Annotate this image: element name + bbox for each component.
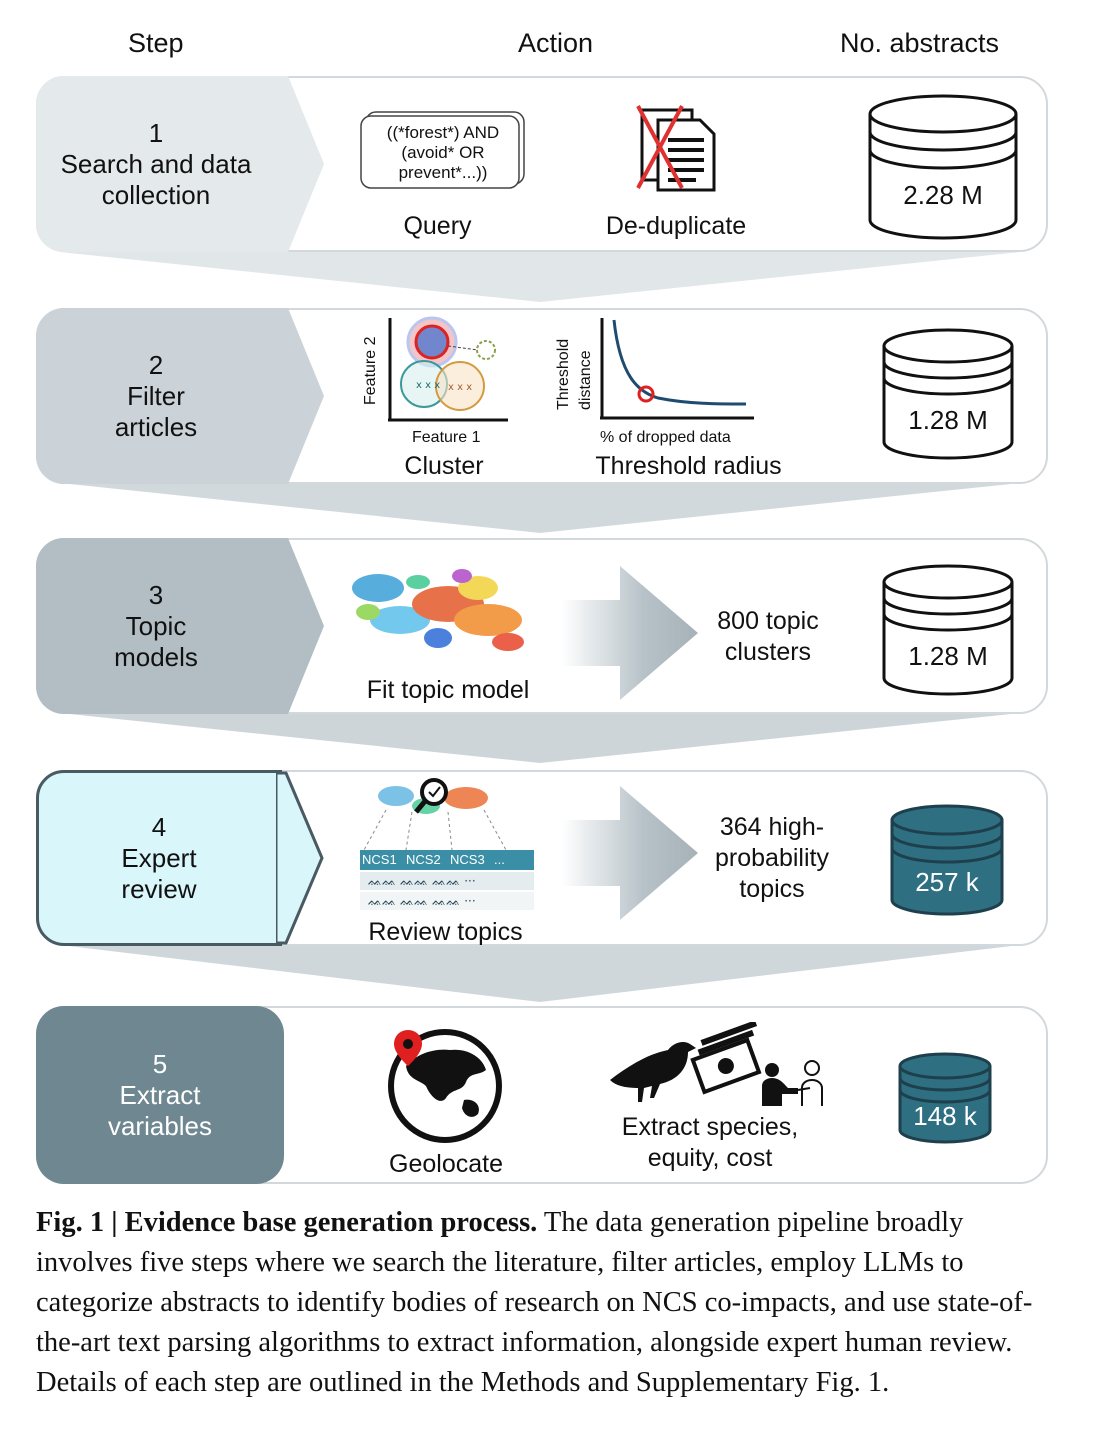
deduplicate-icon [636,105,716,192]
species-equity-cost-icon [610,1022,823,1106]
step-4-arrow [562,786,698,920]
threshold-y-line-2: distance [577,350,594,410]
database-cylinder-4 [890,804,1004,916]
globe-icon [388,1029,502,1143]
step-4-row: 4 Expert review [36,770,1048,946]
step-1-box: 1 Search and data collection [36,76,276,252]
step-4-number: 4 [151,811,167,842]
step-2-title-line1: Filter [127,380,185,411]
table-header-more: ... [494,852,505,867]
step-5-row: 5 Extract variables [36,1006,1048,1184]
svg-text:ᨐᨐ ᨐᨐ ᨐᨐ ···: ᨐᨐ ᨐᨐ ᨐᨐ ··· [368,874,476,888]
table-header-ncs2: NCS2 [406,852,441,867]
step-4-box: 4 Expert review [36,770,282,946]
step-2-chevron [276,308,324,484]
high-prob-line-2: probability [715,844,829,872]
review-table-header: NCS1 NCS2 NCS3 ... [362,852,534,867]
step-2-title-line2: articles [114,411,198,442]
step-5-title-line2: variables [107,1110,213,1141]
threshold-y-axis-label: Threshold distance [553,339,597,410]
high-probability-topics-text: 364 high- probability topics [700,812,844,905]
step-3-arrow [562,566,698,700]
topic-clusters-text: 800 topic clusters [700,606,836,668]
header-step: Step [128,28,184,58]
database-cylinder-2 [882,328,1014,460]
step-3-row: 3 Topic models [36,538,1048,714]
step-3-chevron [276,538,324,714]
step-4-title-line2: review [121,873,197,904]
step-3-title-line1: Topic [125,610,187,641]
step-3-number: 3 [148,579,164,610]
step-1-title-line1: Search and data [60,148,252,179]
header-action: Action [518,28,594,58]
step-1-number: 1 [148,117,164,148]
fit-topic-model-label: Fit topic model [366,676,530,704]
svg-text:ᨐᨐ ᨐᨐ ᨐᨐ ···: ᨐᨐ ᨐᨐ ᨐᨐ ··· [368,894,476,908]
figure-caption: Fig. 1 | Evidence base generation proces… [36,1203,1066,1403]
query-label: Query [403,212,472,240]
deduplicate-label: De-duplicate [605,212,747,240]
cluster-plot-icon: x x x x x x [388,316,508,422]
step-4-title-line1: Expert [121,842,197,873]
count-step-5: 148 k [913,1101,977,1131]
topic-clusters-line-2: clusters [724,638,812,666]
query-line-3: prevent*...)) [398,163,488,182]
cluster-label: Cluster [404,452,484,480]
count-step-3: 1.28 M [908,641,988,671]
svg-text:x x x: x x x [448,382,472,393]
geolocate-label: Geolocate [389,1150,503,1178]
step-5-box: 5 Extract variables [36,1006,284,1184]
extract-line-1: Extract species, [621,1113,799,1141]
topic-model-scatter-icon [352,569,524,651]
step-5-title-line1: Extract [119,1079,201,1110]
extract-line-2: equity, cost [647,1144,773,1172]
review-topics-icon: ᨐᨐ ᨐᨐ ᨐᨐ ··· ᨐᨐ ᨐᨐ ᨐᨐ ··· [360,778,534,910]
threshold-plot-icon [600,318,754,420]
step-3-title-line2: models [114,641,198,672]
count-step-1: 2.28 M [903,180,983,210]
table-header-ncs3: NCS3 [450,852,485,867]
table-header-ncs1: NCS1 [362,852,397,867]
query-text: ((*forest*) AND (avoid* OR prevent*...)) [364,123,522,183]
step-2-row: 2 Filter articles [36,308,1048,484]
extract-species-text: Extract species, equity, cost [604,1112,816,1174]
cluster-x-axis-label: Feature 1 [412,429,481,446]
step-4-chevron [276,771,324,945]
step-3-box: 3 Topic models [36,538,276,714]
funnel-connectors [60,252,1020,1002]
threshold-x-axis-label: % of dropped data [600,429,731,446]
step-2-number: 2 [148,349,164,380]
count-step-2: 1.28 M [908,405,988,435]
svg-text:x x x: x x x [416,380,440,391]
cluster-y-axis-label: Feature 2 [362,336,379,405]
step-5-number: 5 [152,1048,168,1079]
threshold-radius-label: Threshold radius [595,452,782,480]
topic-clusters-line-1: 800 topic [717,607,819,635]
query-line-2: (avoid* OR [401,143,485,162]
count-step-4: 257 k [915,867,979,897]
review-topics-label: Review topics [368,918,523,946]
caption-label: Fig. 1 | Evidence base generation proces… [36,1207,538,1238]
caption-text: The data generation pipeline broadly inv… [36,1207,1033,1398]
header-abstracts: No. abstracts [840,28,1000,58]
step-2-box: 2 Filter articles [36,308,276,484]
high-prob-line-3: topics [739,875,805,903]
database-cylinder-5 [898,1052,992,1144]
high-prob-line-1: 364 high- [719,813,825,841]
step-1-title-line2: collection [101,179,211,210]
threshold-y-line-1: Threshold [555,338,572,410]
step-1-chevron [276,76,324,252]
query-icon [360,111,525,189]
query-line-1: ((*forest*) AND [386,123,500,142]
database-cylinder-3 [882,564,1014,696]
database-cylinder-1 [868,94,1018,240]
